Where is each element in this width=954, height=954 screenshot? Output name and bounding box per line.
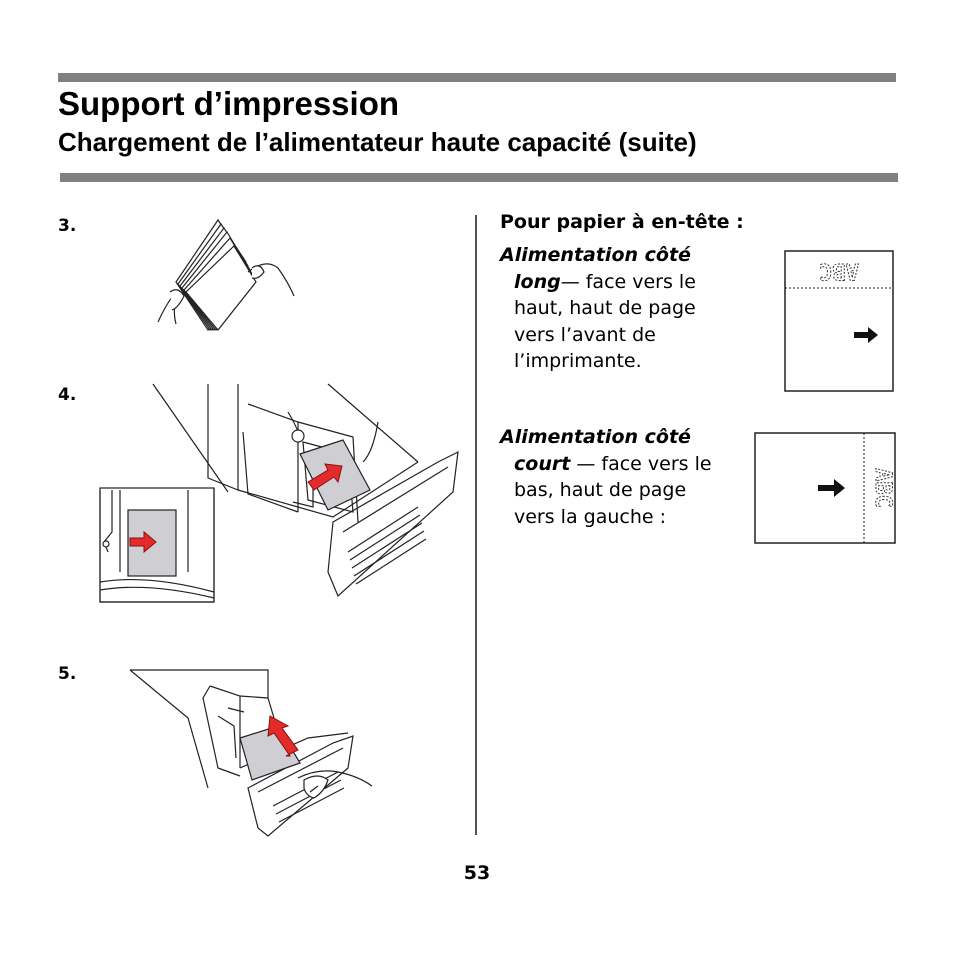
long-edge-sample-text: ABC bbox=[819, 258, 859, 283]
long-edge-text-4: l’imprimante. bbox=[514, 350, 642, 372]
long-edge-text-1: — face vers le bbox=[560, 270, 696, 293]
long-edge-instruction: Alimentation côté long— face vers le hau… bbox=[500, 242, 696, 375]
short-edge-text-3: vers la gauche : bbox=[514, 505, 667, 528]
page-number: 53 bbox=[463, 862, 491, 884]
header-rule-bottom bbox=[60, 173, 898, 182]
short-edge-sample-text: ABC bbox=[870, 468, 895, 508]
column-divider bbox=[475, 215, 477, 835]
load-paper-icon bbox=[99, 383, 459, 603]
header-rule-top bbox=[58, 73, 896, 82]
short-edge-label-2: court bbox=[514, 452, 571, 475]
fan-paper-icon bbox=[157, 218, 295, 332]
short-edge-text-1: — face vers le bbox=[570, 452, 712, 475]
long-edge-label-2: long bbox=[514, 270, 561, 293]
step-3-number: 3. bbox=[58, 216, 77, 236]
short-edge-instruction: Alimentation côté court — face vers le b… bbox=[500, 424, 712, 530]
step-4-number: 4. bbox=[58, 385, 77, 405]
step-5-number: 5. bbox=[58, 664, 77, 684]
page-subtitle: Chargement de l’alimentateur haute capac… bbox=[58, 127, 697, 157]
short-edge-text-2: bas, haut de page bbox=[514, 479, 687, 501]
close-tray-icon bbox=[129, 669, 373, 837]
page-title: Support d’impression bbox=[58, 85, 400, 122]
short-edge-icon: ABC bbox=[754, 432, 896, 544]
short-edge-label-1: Alimentation côté bbox=[500, 426, 691, 448]
long-edge-text-3: vers l’avant de bbox=[514, 323, 656, 346]
long-edge-text-2: haut, haut de page bbox=[514, 297, 696, 319]
long-edge-icon: ABC bbox=[784, 250, 894, 392]
letterhead-heading: Pour papier à en-tête : bbox=[500, 211, 744, 233]
long-edge-label-1: Alimentation côté bbox=[500, 244, 691, 266]
